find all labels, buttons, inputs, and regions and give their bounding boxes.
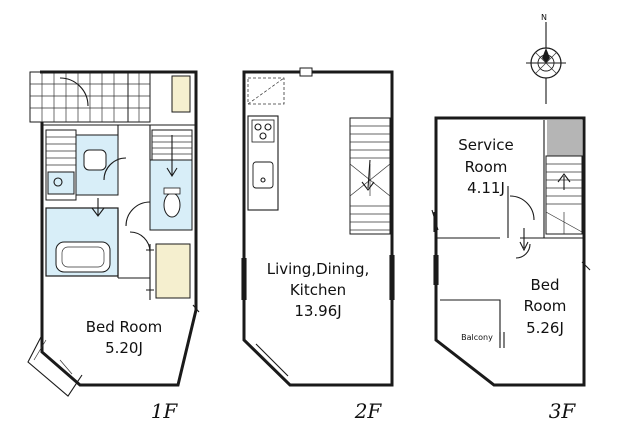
floor-2f: Living,Dining, Kitchen 13.96J 2F xyxy=(241,67,395,423)
room-bedroom-3f-name-1: Bed xyxy=(530,276,559,294)
room-bedroom-3f-name-2: Room xyxy=(524,297,567,315)
room-service-name-1: Service xyxy=(458,136,513,154)
stairs-2f xyxy=(349,117,391,235)
closet-1f xyxy=(155,243,191,299)
room-bedroom-1f-size: 5.20J xyxy=(105,339,143,357)
floor-3f: Service Room 4.11J Bed Room 5.26J Balcon… xyxy=(431,116,591,423)
floor-1f: Bed Room 5.20J 1F xyxy=(27,70,200,423)
toilet-1f xyxy=(125,159,193,231)
room-ldk-name-2: Kitchen xyxy=(290,281,346,299)
kitchen-counter xyxy=(247,115,279,211)
walls-2f xyxy=(242,70,394,387)
walls-1f xyxy=(40,70,198,387)
void-3f xyxy=(547,120,582,156)
floor-label-2f: 2F xyxy=(354,399,383,423)
room-bedroom-3f-size: 5.26J xyxy=(526,319,564,337)
entrance-tiles xyxy=(29,71,151,123)
balcony-label: Balcony xyxy=(461,333,493,342)
shoe-storage xyxy=(171,75,191,113)
compass-icon: N xyxy=(526,13,566,104)
void-dashed-2f xyxy=(247,77,285,105)
compass-north-label: N xyxy=(541,13,547,22)
room-ldk-size: 13.96J xyxy=(294,302,341,320)
stairs-1f xyxy=(151,129,193,178)
floor-label-1f: 1F xyxy=(151,399,179,423)
bay-window xyxy=(27,334,83,397)
walls-3f xyxy=(434,116,586,387)
room-bedroom-1f-name: Bed Room xyxy=(86,318,163,336)
floor-label-3f: 3F xyxy=(549,399,577,423)
room-ldk-name-1: Living,Dining, xyxy=(267,260,370,278)
room-service-name-2: Room xyxy=(465,158,508,176)
room-service-size: 4.11J xyxy=(467,179,505,197)
stairs-3f xyxy=(545,155,583,235)
wet-area xyxy=(45,129,119,277)
